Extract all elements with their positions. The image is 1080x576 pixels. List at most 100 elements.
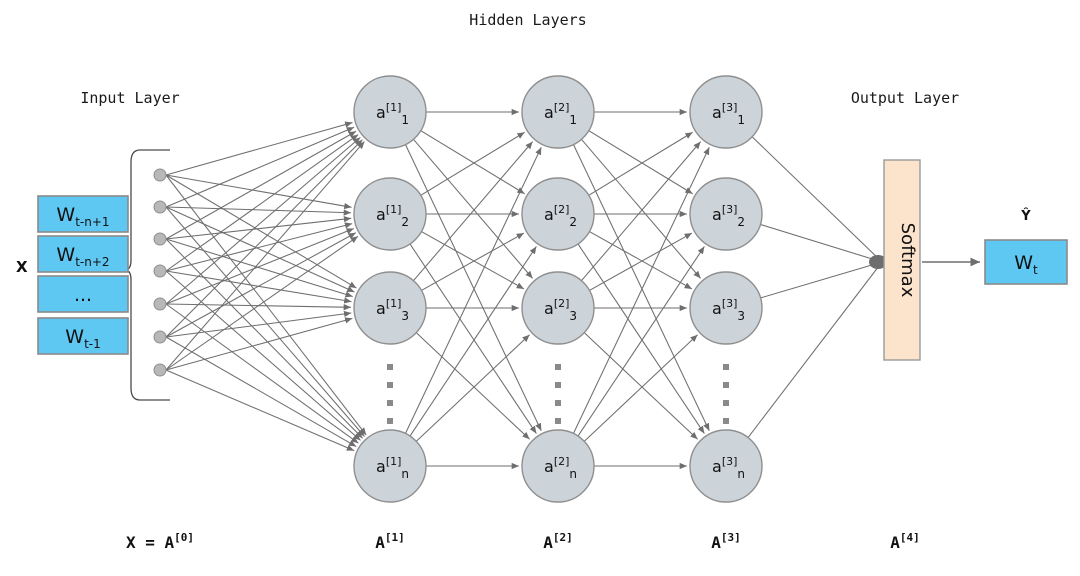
connection-line [751,136,883,263]
input-box-label-3: ... [74,284,92,306]
connection-line [165,174,367,436]
neuron-l3-n[interactable] [689,429,763,503]
connection-line [413,138,534,279]
bottom-label-2: A[2] [543,531,573,552]
input-node-4[interactable] [153,264,167,278]
title-output-layer: Output Layer [851,89,959,107]
input-box-1[interactable] [37,195,129,233]
connection-line [165,206,352,216]
bottom-layer-labels: X = A[0]A[1]A[2]A[3]A[4] [126,531,920,552]
connection-line [581,138,702,279]
input-box-label-2: Wt-n+2 [56,244,109,269]
connection-line [409,246,537,437]
neuron-l3-2[interactable] [689,177,763,251]
hidden-neurons-group: a[1]1a[1]2a[1]3a[1]na[2]1a[2]2a[2]3a[2]n… [353,75,763,503]
connection-line [577,246,705,437]
connection-line [583,334,698,442]
softmax-input-junction [869,255,887,269]
connection-line [165,222,353,272]
connection-line [588,131,693,196]
bottom-label-4: A[4] [890,531,920,552]
ellipsis-dot-l2-2 [555,382,561,388]
connection-line [581,141,702,282]
edges-hidden1-to-hidden2 [404,108,542,470]
connection-line [165,369,355,452]
connection-line [404,144,542,431]
connection-line [577,243,705,434]
input-node-3[interactable] [153,232,167,246]
softmax-box[interactable] [883,159,921,361]
neuron-l2-2[interactable] [521,177,595,251]
input-box-4[interactable] [37,317,129,355]
ellipsis-dot-l2-4 [555,418,561,424]
ellipsis-dot-l2-3 [555,400,561,406]
edges-hidden2-to-hidden3 [572,108,710,470]
input-box-2[interactable] [37,235,129,273]
edges-hidden3-to-softmax [747,136,887,438]
neuron-label-l1-1: a[1]1 [376,101,409,127]
connection-line [420,131,525,196]
connection-line [583,332,698,440]
input-boxes-group: Wt-n+1Wt-n+2...Wt-1 [37,195,129,355]
neuron-label-l3-3: a[3]3 [712,297,745,323]
connection-line [415,332,530,440]
title-hidden-layers: Hidden Layers [469,11,586,29]
connection-line [409,243,537,434]
connection-line [165,317,353,371]
neuron-l2-n[interactable] [521,429,595,503]
ellipsis-dot-l1-3 [387,400,393,406]
input-node-1[interactable] [153,168,167,182]
connection-line [165,134,359,272]
ellipsis-dot-l3-1 [723,364,729,370]
neuron-label-l3-1: a[3]1 [712,101,745,127]
input-box-3[interactable] [37,275,129,313]
connection-line [165,206,365,437]
neuron-l2-1[interactable] [521,75,595,149]
neuron-l1-3[interactable] [353,271,427,345]
neuron-label-l1-3: a[1]3 [376,297,409,323]
connection-line [572,144,710,431]
connection-line [165,141,365,371]
input-nodes-group [153,168,167,377]
ellipsis-dot-l1-4 [387,418,393,424]
neuron-l3-1[interactable] [689,75,763,149]
yhat-label: Ŷ [1020,208,1031,224]
connection-line [165,228,355,305]
ellipsis-dot-l1-1 [387,364,393,370]
connection-line [165,139,363,338]
bottom-label-3: A[3] [711,531,741,552]
neuron-l2-3[interactable] [521,271,595,345]
title-input-layer: Input Layer [80,89,179,107]
connection-line [588,130,693,195]
output-box[interactable] [984,239,1068,285]
input-node-2[interactable] [153,200,167,214]
ellipsis-dot-l3-3 [723,400,729,406]
neuron-l1-2[interactable] [353,177,427,251]
connection-line [165,232,357,338]
neuron-l1-1[interactable] [353,75,427,149]
neuron-l1-n[interactable] [353,429,427,503]
connection-line [165,216,352,240]
input-node-6[interactable] [153,330,167,344]
neuron-l3-3[interactable] [689,271,763,345]
neuron-label-l1-2: a[1]2 [376,203,409,229]
connection-line [165,136,361,305]
connection-line [165,130,357,240]
connection-line [413,141,534,282]
input-node-5[interactable] [153,297,167,311]
input-x-label: X [16,258,28,276]
connection-line [404,147,542,434]
softmax-label: Softmax [897,223,918,298]
connection-line [165,174,352,210]
connection-line [165,336,357,447]
input-node-7[interactable] [153,363,167,377]
vertical-ellipsis-group [387,364,729,424]
neuron-label-l2-1: a[2]1 [544,101,577,127]
neuron-label-l3-2: a[3]2 [712,203,745,229]
connection-line [420,130,525,195]
connection-line [165,270,361,441]
connection-line [572,147,710,434]
connection-line [760,223,883,263]
